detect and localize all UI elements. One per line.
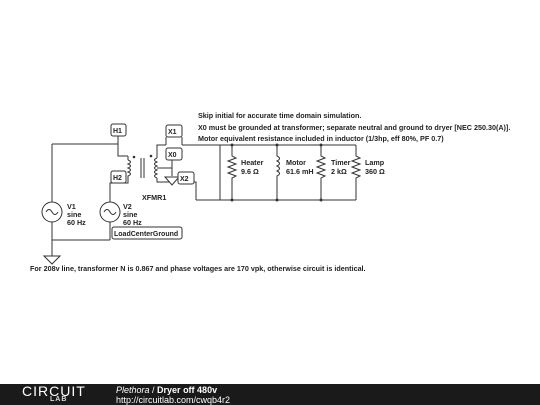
transformer-label: XFMR1 <box>142 193 166 202</box>
load-lamp[interactable]: Lamp 360 Ω <box>350 145 385 200</box>
transformer-xfmr1[interactable]: XFMR1 <box>126 144 174 202</box>
source-v2-freq: 60 Hz <box>123 218 142 227</box>
circuitlab-logo[interactable]: CIRCUIT <box>22 383 86 399</box>
net-flag-h1[interactable]: H1 <box>110 123 127 144</box>
net-flag-x1[interactable]: X1 <box>165 124 183 145</box>
net-flag-loadcenterground[interactable]: LoadCenterGround <box>111 226 183 240</box>
net-flag-x1-text: X1 <box>168 129 177 136</box>
source-v2[interactable]: V2 sine 60 Hz <box>99 201 142 227</box>
load-lamp-name: Lamp <box>365 158 385 167</box>
net-flag-x2[interactable]: X2 <box>177 171 195 185</box>
load-timer-value: 2 kΩ <box>331 167 347 176</box>
title-separator: / <box>149 385 158 395</box>
source-v2-type: sine <box>123 210 137 219</box>
load-heater[interactable]: Heater 9.6 Ω <box>226 143 264 202</box>
ground-symbol-x0 <box>163 176 181 186</box>
net-flag-x2-text: X2 <box>180 176 189 183</box>
note-line-1: Skip initial for accurate time domain si… <box>198 111 361 120</box>
source-v1-type: sine <box>67 210 81 219</box>
note-line-3: Motor equivalent resistance included in … <box>198 134 444 143</box>
project-title: Plethora / Dryer off 480v <box>116 385 217 395</box>
project-url[interactable]: http://circuitlab.com/cwqb4r2 <box>116 395 231 405</box>
schematic-canvas: Skip initial for accurate time domain si… <box>30 111 510 273</box>
project-name: Dryer off 480v <box>157 385 218 395</box>
note-line-2: X0 must be grounded at transformer; sepa… <box>198 123 510 132</box>
load-motor-name: Motor <box>286 158 306 167</box>
load-timer[interactable]: Timer 2 kΩ <box>315 143 351 202</box>
net-flag-h2-text: H2 <box>113 175 122 182</box>
project-author[interactable]: Plethora <box>116 385 150 395</box>
net-flag-x0[interactable]: X0 <box>165 147 183 168</box>
load-motor-value: 61.6 mH <box>286 167 314 176</box>
secondary-wires <box>182 144 356 201</box>
source-v1[interactable]: V1 sine 60 Hz <box>41 201 86 227</box>
note-bottom: For 208v line, transformer N is 0.867 an… <box>30 264 366 273</box>
net-flag-h2[interactable]: H2 <box>110 170 127 184</box>
circuitlab-logo-sub: LAB <box>50 396 68 403</box>
load-heater-value: 9.6 Ω <box>241 167 259 176</box>
footer-bar: CIRCUIT LAB Plethora / Dryer off 480v ht… <box>0 384 540 405</box>
net-flag-h1-text: H1 <box>113 128 122 135</box>
load-heater-name: Heater <box>241 158 264 167</box>
net-flag-loadcenterground-text: LoadCenterGround <box>114 231 178 238</box>
source-v1-freq: 60 Hz <box>67 218 86 227</box>
load-lamp-value: 360 Ω <box>365 167 385 176</box>
ground-symbol-main <box>42 255 62 265</box>
source-v1-name: V1 <box>67 202 76 211</box>
load-timer-name: Timer <box>331 158 351 167</box>
load-motor[interactable]: Motor 61.6 mH <box>275 143 314 202</box>
source-v2-name: V2 <box>123 202 132 211</box>
net-flag-x0-text: X0 <box>168 152 177 159</box>
